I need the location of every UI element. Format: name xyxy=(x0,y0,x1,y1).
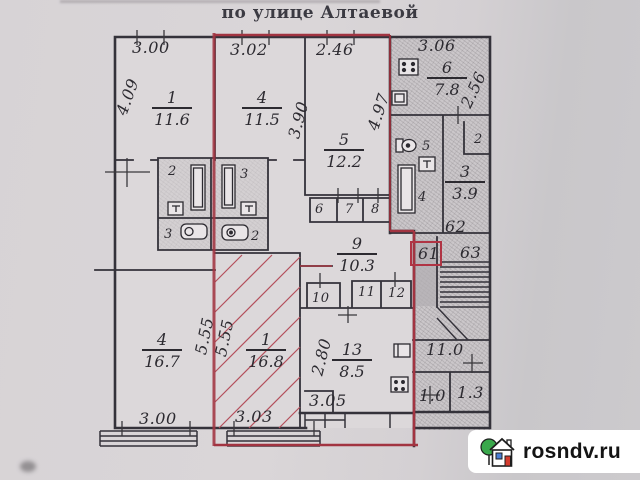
room-number: 13 xyxy=(332,342,372,361)
closet-11: 11 xyxy=(358,285,376,300)
dim-110: 11.0 xyxy=(426,340,464,359)
washbasin-icon xyxy=(418,156,436,172)
room-label-9: 9 10.3 xyxy=(331,234,383,274)
unit-61-red-box xyxy=(410,241,442,266)
kitchen-sink-icon xyxy=(391,90,408,106)
room-label-13: 13 8.5 xyxy=(326,340,378,380)
room-area: 7.8 xyxy=(434,80,460,99)
stair-wall-band xyxy=(415,240,436,306)
room-area: 11.5 xyxy=(244,110,280,129)
room-number: 9 xyxy=(337,236,377,255)
room-area: 8.5 xyxy=(339,362,365,381)
room-area: 3.9 xyxy=(452,184,478,203)
scan-smudge xyxy=(60,0,380,3)
stove-icon xyxy=(390,376,409,393)
dim-top-kitchen: 3.06 xyxy=(418,36,456,55)
closet-7: 7 xyxy=(345,202,354,217)
page-title: по улице Алтаевой xyxy=(221,3,419,23)
stair-break-line xyxy=(436,306,469,341)
entrance-porch xyxy=(304,412,391,428)
toilet-icon xyxy=(180,223,208,240)
watermark-logo: rosndv.ru xyxy=(468,430,640,473)
label-bath-right: 3 xyxy=(240,167,249,182)
toilet-icon xyxy=(395,138,417,153)
room-number: 3 xyxy=(445,164,485,183)
balcony-left xyxy=(99,430,198,447)
room-label-4-bottom: 4 16.7 xyxy=(134,330,190,370)
label-wc-left: 3 xyxy=(164,227,173,242)
dim-top-room1: 3.00 xyxy=(132,38,170,57)
dim-10: 1.0 xyxy=(419,386,446,405)
unit-number-61: 61 xyxy=(418,244,440,263)
room-label-4-top: 4 11.5 xyxy=(236,88,288,128)
balcony-right xyxy=(226,430,321,447)
scan-smudge xyxy=(20,461,36,472)
closet-6: 6 xyxy=(315,202,324,217)
tick-marks xyxy=(105,30,483,436)
room-area: 16.7 xyxy=(144,352,180,371)
room-label-5: 5 12.2 xyxy=(318,130,370,170)
washbasin-icon xyxy=(167,201,184,216)
label-wc-right: 2 xyxy=(251,229,260,244)
house-icon xyxy=(480,437,515,467)
dim-top-room5: 2.46 xyxy=(316,40,354,59)
dim-bottom-300: 3.00 xyxy=(139,409,177,428)
dim-top-room4: 3.02 xyxy=(230,40,268,59)
label-closet-2: 2 xyxy=(474,132,483,147)
room-number: 5 xyxy=(324,132,364,151)
washbasin-icon xyxy=(240,201,257,216)
label-wc-5: 5 xyxy=(422,139,431,154)
room-number: 6 xyxy=(427,60,467,79)
red-line-vertical-right xyxy=(390,229,416,446)
stove-icon xyxy=(398,58,419,76)
closet-12: 12 xyxy=(388,286,406,301)
bathtub-icon xyxy=(221,164,236,209)
room-label-1-bottom: 1 16.8 xyxy=(238,330,294,370)
red-boundary xyxy=(212,33,442,447)
label-bath-4: 4 xyxy=(418,190,427,205)
watermark-text: rosndv.ru xyxy=(523,439,621,463)
room-label-6-kitchen: 6 7.8 xyxy=(422,58,472,98)
room-area: 10.3 xyxy=(339,256,375,275)
red-hatch-room1 xyxy=(214,254,301,429)
bathtub-icon xyxy=(397,164,416,214)
room-area: 16.8 xyxy=(248,352,284,371)
toilet-icon xyxy=(221,224,249,241)
radiator-icon xyxy=(393,343,411,358)
closet-8: 8 xyxy=(371,202,380,217)
room-number: 1 xyxy=(246,332,286,351)
room-number: 1 xyxy=(152,90,192,109)
room-number: 4 xyxy=(142,332,182,351)
stair-treads xyxy=(440,261,490,308)
dim-bottom-303: 3.03 xyxy=(235,407,273,426)
room-number: 4 xyxy=(242,90,282,109)
dim-305: 3.05 xyxy=(309,391,347,410)
room-label-3: 3 3.9 xyxy=(441,162,489,202)
unit-number-63: 63 xyxy=(460,243,482,262)
closet-10: 10 xyxy=(312,291,330,306)
room-area: 11.6 xyxy=(154,110,190,129)
room-label-1-top: 1 11.6 xyxy=(146,88,198,128)
label-bath-left: 2 xyxy=(168,164,177,179)
bathtub-icon xyxy=(190,164,206,211)
fixtures xyxy=(167,58,436,393)
stairs xyxy=(436,261,490,341)
unit-number-62: 62 xyxy=(445,217,467,236)
window-ticks xyxy=(105,30,483,436)
room-area: 12.2 xyxy=(326,152,362,171)
dim-13: 1.3 xyxy=(457,383,484,402)
